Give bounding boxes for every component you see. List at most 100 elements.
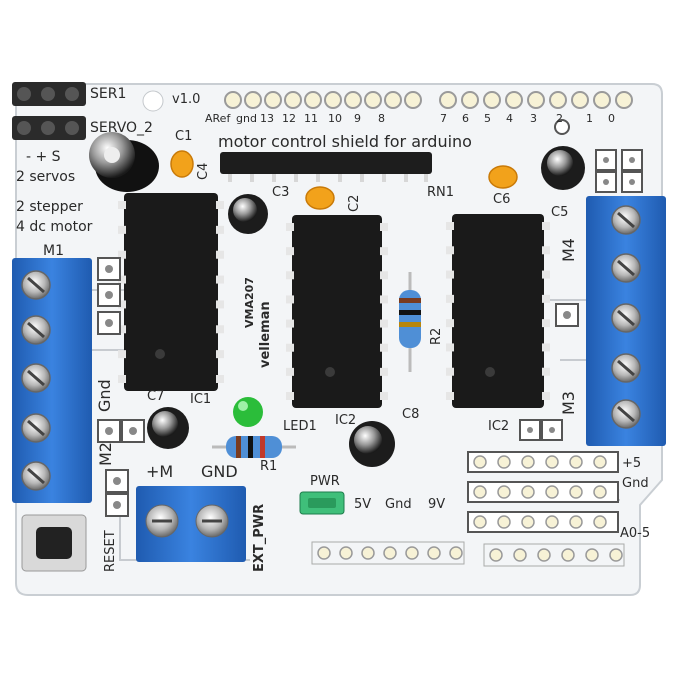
header-pad xyxy=(449,546,463,560)
header-pad xyxy=(361,546,375,560)
ic-pin xyxy=(216,325,224,334)
m2-label: M2 xyxy=(96,442,115,466)
header-pad xyxy=(569,515,583,529)
terminal-block-right xyxy=(586,196,666,446)
header-pad xyxy=(497,515,511,529)
ic-pin xyxy=(542,270,550,279)
header-pad xyxy=(545,515,559,529)
header-pad xyxy=(339,546,353,560)
header-pad xyxy=(427,546,441,560)
header-pad xyxy=(405,546,419,560)
ser1-label: SER1 xyxy=(90,86,127,102)
ic1-label: IC1 xyxy=(190,392,212,407)
ic-pin xyxy=(216,225,224,234)
ic-pin xyxy=(446,270,454,279)
header-pad xyxy=(593,455,607,469)
ic-pin xyxy=(446,319,454,328)
ic-pin xyxy=(542,343,550,352)
c2-top-label: C2 xyxy=(347,194,362,212)
pin-0-label: 0 xyxy=(608,112,615,125)
ic-pin xyxy=(380,271,388,280)
resistor-r1 xyxy=(212,436,296,458)
r2-label: R2 xyxy=(429,327,444,345)
header-pad xyxy=(537,548,551,562)
pin-10-label: 10 xyxy=(328,112,342,125)
header-pad xyxy=(473,485,487,499)
ic-pin xyxy=(542,222,550,230)
c5-label: C5 xyxy=(551,205,569,220)
ic-pin xyxy=(380,319,388,328)
header-pad xyxy=(317,546,331,560)
led1-label: LED1 xyxy=(283,419,317,434)
gnd-right-label: Gnd xyxy=(622,476,649,491)
header-pad xyxy=(489,548,503,562)
version-label: v1.0 xyxy=(172,92,201,107)
ic-pin xyxy=(216,250,224,259)
model-label: VMA207 xyxy=(243,277,256,328)
header-pad xyxy=(521,485,535,499)
info-line-1: 2 servos xyxy=(16,169,76,185)
header-pad xyxy=(473,455,487,469)
ic-pin xyxy=(118,250,126,259)
pwr-jumper[interactable] xyxy=(299,491,345,515)
reset-label: RESET xyxy=(103,530,118,572)
aref-label: ARef xyxy=(205,112,231,125)
ic-pin xyxy=(216,375,224,383)
c8-label: C8 xyxy=(402,407,420,422)
led xyxy=(233,397,263,427)
ic-pin xyxy=(118,375,126,383)
ic-pin xyxy=(286,271,294,280)
ic-pin xyxy=(286,367,294,376)
header-pad xyxy=(585,548,599,562)
ic-pin xyxy=(118,300,126,309)
header-pad xyxy=(473,515,487,529)
m4-label: M4 xyxy=(559,238,578,262)
ic-pins xyxy=(118,201,550,400)
pin-4-label: 4 xyxy=(506,112,513,125)
ic2-center-label: IC2 xyxy=(335,413,357,428)
terminal-block-power xyxy=(136,486,246,562)
ic-pin xyxy=(286,319,294,328)
header-pad xyxy=(569,455,583,469)
header-pad xyxy=(593,485,607,499)
header-pad xyxy=(593,515,607,529)
header-pad xyxy=(569,485,583,499)
small-pads xyxy=(97,149,643,517)
header-pad xyxy=(609,548,623,562)
ic-pin xyxy=(542,294,550,303)
header-pad xyxy=(521,455,535,469)
ceramic-capacitors xyxy=(170,150,518,210)
m1-label: M1 xyxy=(43,243,64,259)
ic-pin xyxy=(216,201,224,209)
ic-pin xyxy=(542,246,550,255)
ic-pin xyxy=(118,350,126,359)
pin-8-label: 8 xyxy=(378,112,385,125)
ic-pin xyxy=(286,392,294,400)
ic-pin xyxy=(446,392,454,400)
header-pad xyxy=(497,485,511,499)
info-line-2: 2 stepper xyxy=(16,199,83,215)
9v-label: 9V xyxy=(428,497,446,512)
ic-pin xyxy=(380,367,388,376)
info-line-3: 4 dc motor xyxy=(16,219,93,235)
mounting-hole xyxy=(554,119,570,135)
ic-pin xyxy=(380,223,388,231)
ext-pwr-label: EXT_PWR xyxy=(252,503,267,572)
header-pad xyxy=(383,546,397,560)
plus5-label: +5 xyxy=(622,456,642,471)
ic-pin xyxy=(542,392,550,400)
pin-7-label: 7 xyxy=(440,112,447,125)
header-pad xyxy=(545,455,559,469)
pin-5-label: 5 xyxy=(484,112,491,125)
c3-label: C3 xyxy=(272,185,290,200)
pin-11-label: 11 xyxy=(304,112,318,125)
ic-pin xyxy=(118,201,126,209)
ic-pin xyxy=(118,275,126,284)
r1-label: R1 xyxy=(260,459,278,474)
ic-pin xyxy=(286,295,294,304)
header-pad xyxy=(521,515,535,529)
reset-button[interactable] xyxy=(21,514,87,572)
pin-3-label: 3 xyxy=(530,112,537,125)
header-pad xyxy=(497,455,511,469)
